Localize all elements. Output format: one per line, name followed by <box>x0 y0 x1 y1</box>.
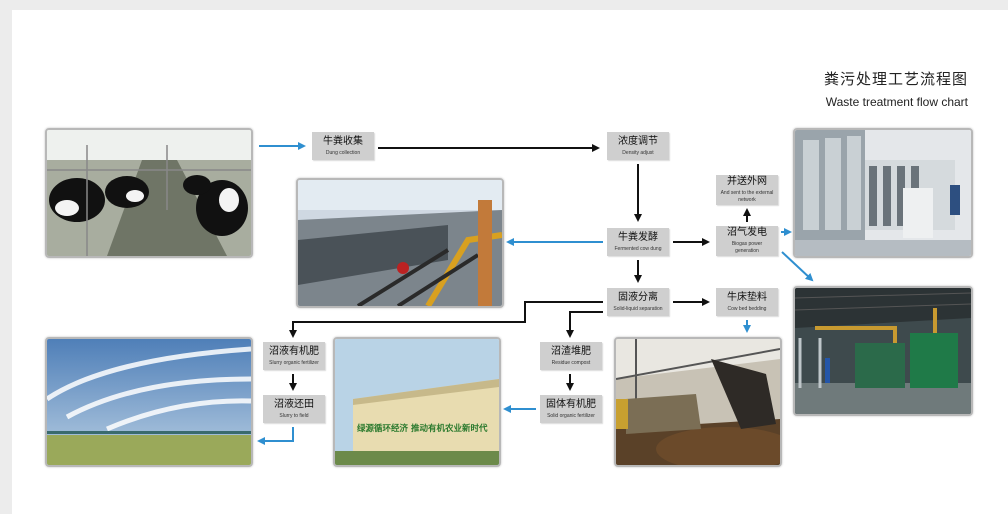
node-grid: 并送外网 And sent to the external network <box>716 175 778 205</box>
node-biogas: 沼气发电 Biogas power generation <box>716 226 778 256</box>
node-separation: 固液分离 Solid-liquid separation <box>607 288 669 316</box>
photo-power-control-room <box>793 128 973 258</box>
photo-farm-field <box>45 337 253 467</box>
node-grid-en: And sent to the external network <box>720 190 774 203</box>
node-fermented-cn: 牛粪发酵 <box>618 231 658 243</box>
node-solid-fertilizer-en: Solid organic fertilizer <box>547 412 595 419</box>
node-separation-cn: 固液分离 <box>618 291 658 303</box>
node-solid-fertilizer: 固体有机肥 Solid organic fertilizer <box>540 395 602 423</box>
photo-fertilizer-factory: 绿源循环经济 推动有机农业新时代 <box>333 337 501 467</box>
arrow-separation-to-slurry <box>289 301 603 338</box>
title-block: 粪污处理工艺流程图 Waste treatment flow chart <box>824 68 968 109</box>
factory-sign-text: 绿源循环经济 推动有机农业新时代 <box>357 423 488 434</box>
node-dung-collection-en: Dung collection <box>325 149 361 156</box>
node-fermented-en: Fermented cow dung <box>614 245 662 252</box>
node-slurry-fertilizer: 沼液有机肥 Slurry organic fertilizer <box>263 342 325 370</box>
arrow-field-to-photo <box>257 427 294 445</box>
node-residue-compost-cn: 沼渣堆肥 <box>551 345 591 357</box>
node-slurry-field-en: Slurry to field <box>279 412 309 419</box>
node-slurry-field-cn: 沼液还田 <box>274 398 314 410</box>
node-slurry-fertilizer-cn: 沼液有机肥 <box>269 345 319 357</box>
node-residue-compost: 沼渣堆肥 Residue compost <box>540 342 602 370</box>
node-density-adjust: 浓度调节 Density adjust <box>607 132 669 160</box>
photo-bedding-machine <box>614 337 782 467</box>
node-grid-cn: 并送外网 <box>727 176 767 187</box>
arrow-separation-to-residue <box>566 311 603 338</box>
node-residue-compost-en: Residue compost <box>551 359 591 366</box>
node-slurry-field: 沼液还田 Slurry to field <box>263 395 325 423</box>
node-slurry-fertilizer-en: Slurry organic fertilizer <box>269 359 319 366</box>
node-bedding-cn: 牛床垫料 <box>727 291 767 303</box>
title-english: Waste treatment flow chart <box>825 95 968 109</box>
node-bedding: 牛床垫料 Cow bed bedding <box>716 288 778 316</box>
node-separation-en: Solid-liquid separation <box>613 305 663 312</box>
photo-generator-hall <box>793 286 973 416</box>
node-solid-fertilizer-cn: 固体有机肥 <box>546 398 596 410</box>
photo-fermentation-tank <box>296 178 504 308</box>
arrow-biogas-to-generator <box>781 251 814 282</box>
node-dung-collection: 牛粪收集 Dung collection <box>312 132 374 160</box>
node-density-adjust-cn: 浓度调节 <box>618 135 658 147</box>
title-chinese: 粪污处理工艺流程图 <box>823 70 968 88</box>
node-bedding-en: Cow bed bedding <box>727 305 767 312</box>
photo-cow-barn <box>45 128 253 258</box>
node-density-adjust-en: Density adjust <box>622 149 654 156</box>
node-biogas-cn: 沼气发电 <box>727 227 767 238</box>
node-fermented: 牛粪发酵 Fermented cow dung <box>607 228 669 256</box>
node-dung-collection-cn: 牛粪收集 <box>323 135 363 147</box>
node-biogas-en: Biogas power generation <box>731 241 763 254</box>
